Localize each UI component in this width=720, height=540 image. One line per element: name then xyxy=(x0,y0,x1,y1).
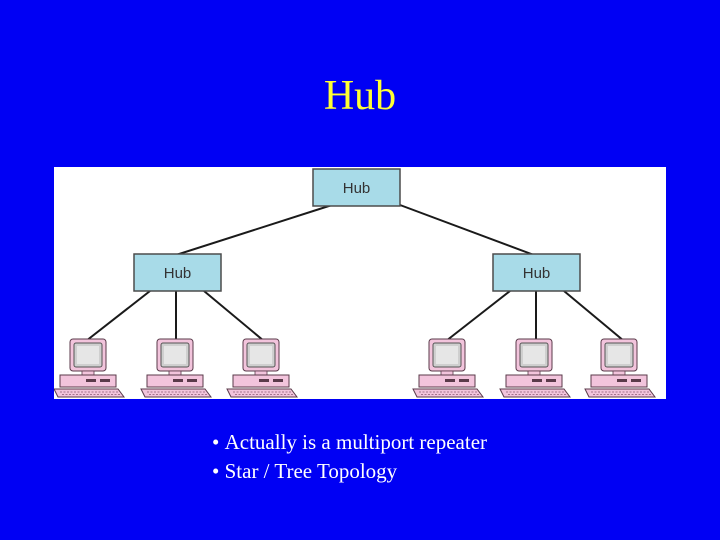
desktop-computer-icon xyxy=(140,338,212,398)
link-top-left xyxy=(175,204,333,256)
bullet-item: Star / Tree Topology xyxy=(212,457,487,486)
link-left-pc-1 xyxy=(85,290,151,342)
link-top-right xyxy=(399,204,535,256)
bullet-list: Actually is a multiport repeater Star / … xyxy=(212,428,487,486)
bullet-item: Actually is a multiport repeater xyxy=(212,428,487,457)
link-right-pc-3 xyxy=(563,290,625,342)
top-hub-label: Hub xyxy=(343,180,371,197)
top-hub: Hub xyxy=(312,168,401,207)
desktop-computer-icon xyxy=(226,338,298,398)
link-left-pc-3 xyxy=(203,290,265,342)
right-hub-label: Hub xyxy=(523,265,551,282)
hub-topology-diagram: Hub Hub Hub xyxy=(54,168,656,398)
link-right-pc-1 xyxy=(445,290,511,342)
desktop-computer-icon xyxy=(54,338,125,398)
desktop-computer-icon xyxy=(584,338,656,398)
network-diagram: Hub Hub Hub xyxy=(54,167,666,399)
slide-title: Hub xyxy=(323,73,397,119)
left-hub-label: Hub xyxy=(164,265,192,282)
desktop-computer-icon xyxy=(499,338,571,398)
desktop-computer-icon xyxy=(412,338,484,398)
left-hub: Hub xyxy=(133,253,222,292)
right-hub: Hub xyxy=(492,253,581,292)
